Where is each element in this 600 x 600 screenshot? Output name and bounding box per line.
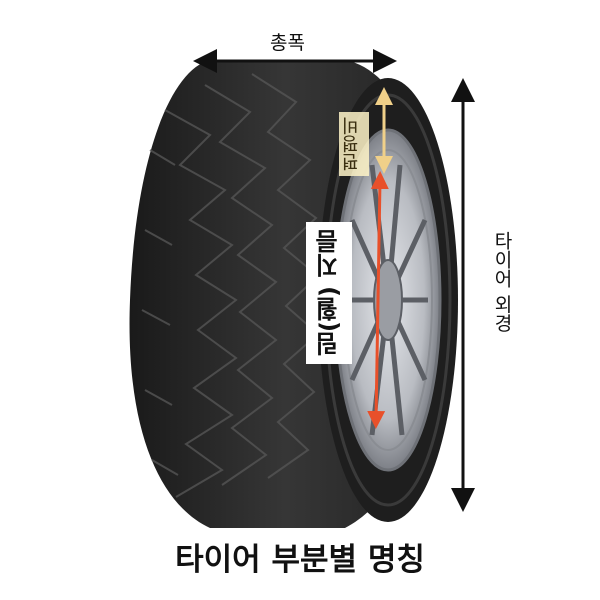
rim-diameter-label: 림(휠) 지름 [306,222,352,364]
aspect-ratio-label: 편평비 [339,112,369,176]
tire [129,60,458,528]
diagram-title: 타이어 부분별 명칭 [175,542,425,578]
rim-diameter-arrow [367,171,389,429]
total-width-label: 총폭 [270,32,305,54]
outer-diameter-label: 타이어 외경 [491,231,513,333]
